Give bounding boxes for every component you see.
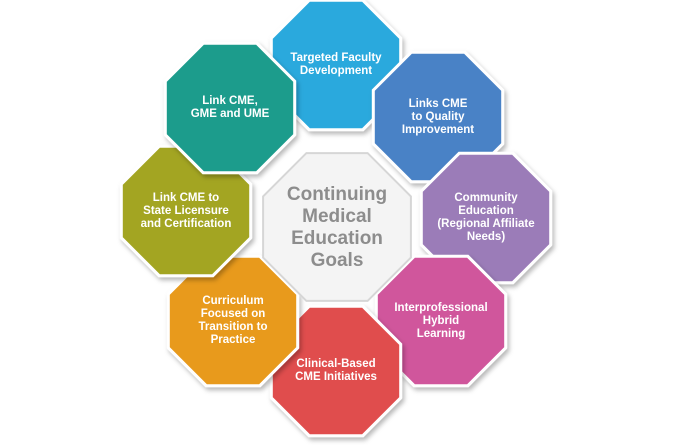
- octagon-curriculum-transition-practice: [166, 254, 300, 388]
- center-title: Continuing Medical Education Goals: [286, 184, 388, 271]
- octagon-link-cme-gme-ume: [163, 41, 297, 175]
- goal-label-targeted-faculty-development: Targeted Faculty Development: [290, 52, 382, 77]
- goal-label-links-cme-quality-improvement: Links CME to Quality Improvement: [401, 97, 475, 136]
- goal-label-link-cme-state-licensure: Link CME to State Licensure and Certific…: [140, 191, 232, 230]
- goal-label-community-education: Community Education (Regional Affiliate …: [437, 192, 535, 243]
- octagon-targeted-faculty-development: [269, 0, 403, 132]
- goal-label-curriculum-transition-practice: Curriculum Focused on Transition to Prac…: [198, 295, 268, 346]
- goal-label-link-cme-gme-ume: Link CME, GME and UME: [190, 95, 270, 120]
- octagon-interprofessional-hybrid-learning: [374, 254, 508, 388]
- goal-label-clinical-based-cme-initiatives: Clinical-Based CME Initiatives: [295, 358, 377, 383]
- center-octagon: [262, 152, 412, 302]
- goal-label-interprofessional-hybrid-learning: Interprofessional Hybrid Learning: [394, 301, 488, 340]
